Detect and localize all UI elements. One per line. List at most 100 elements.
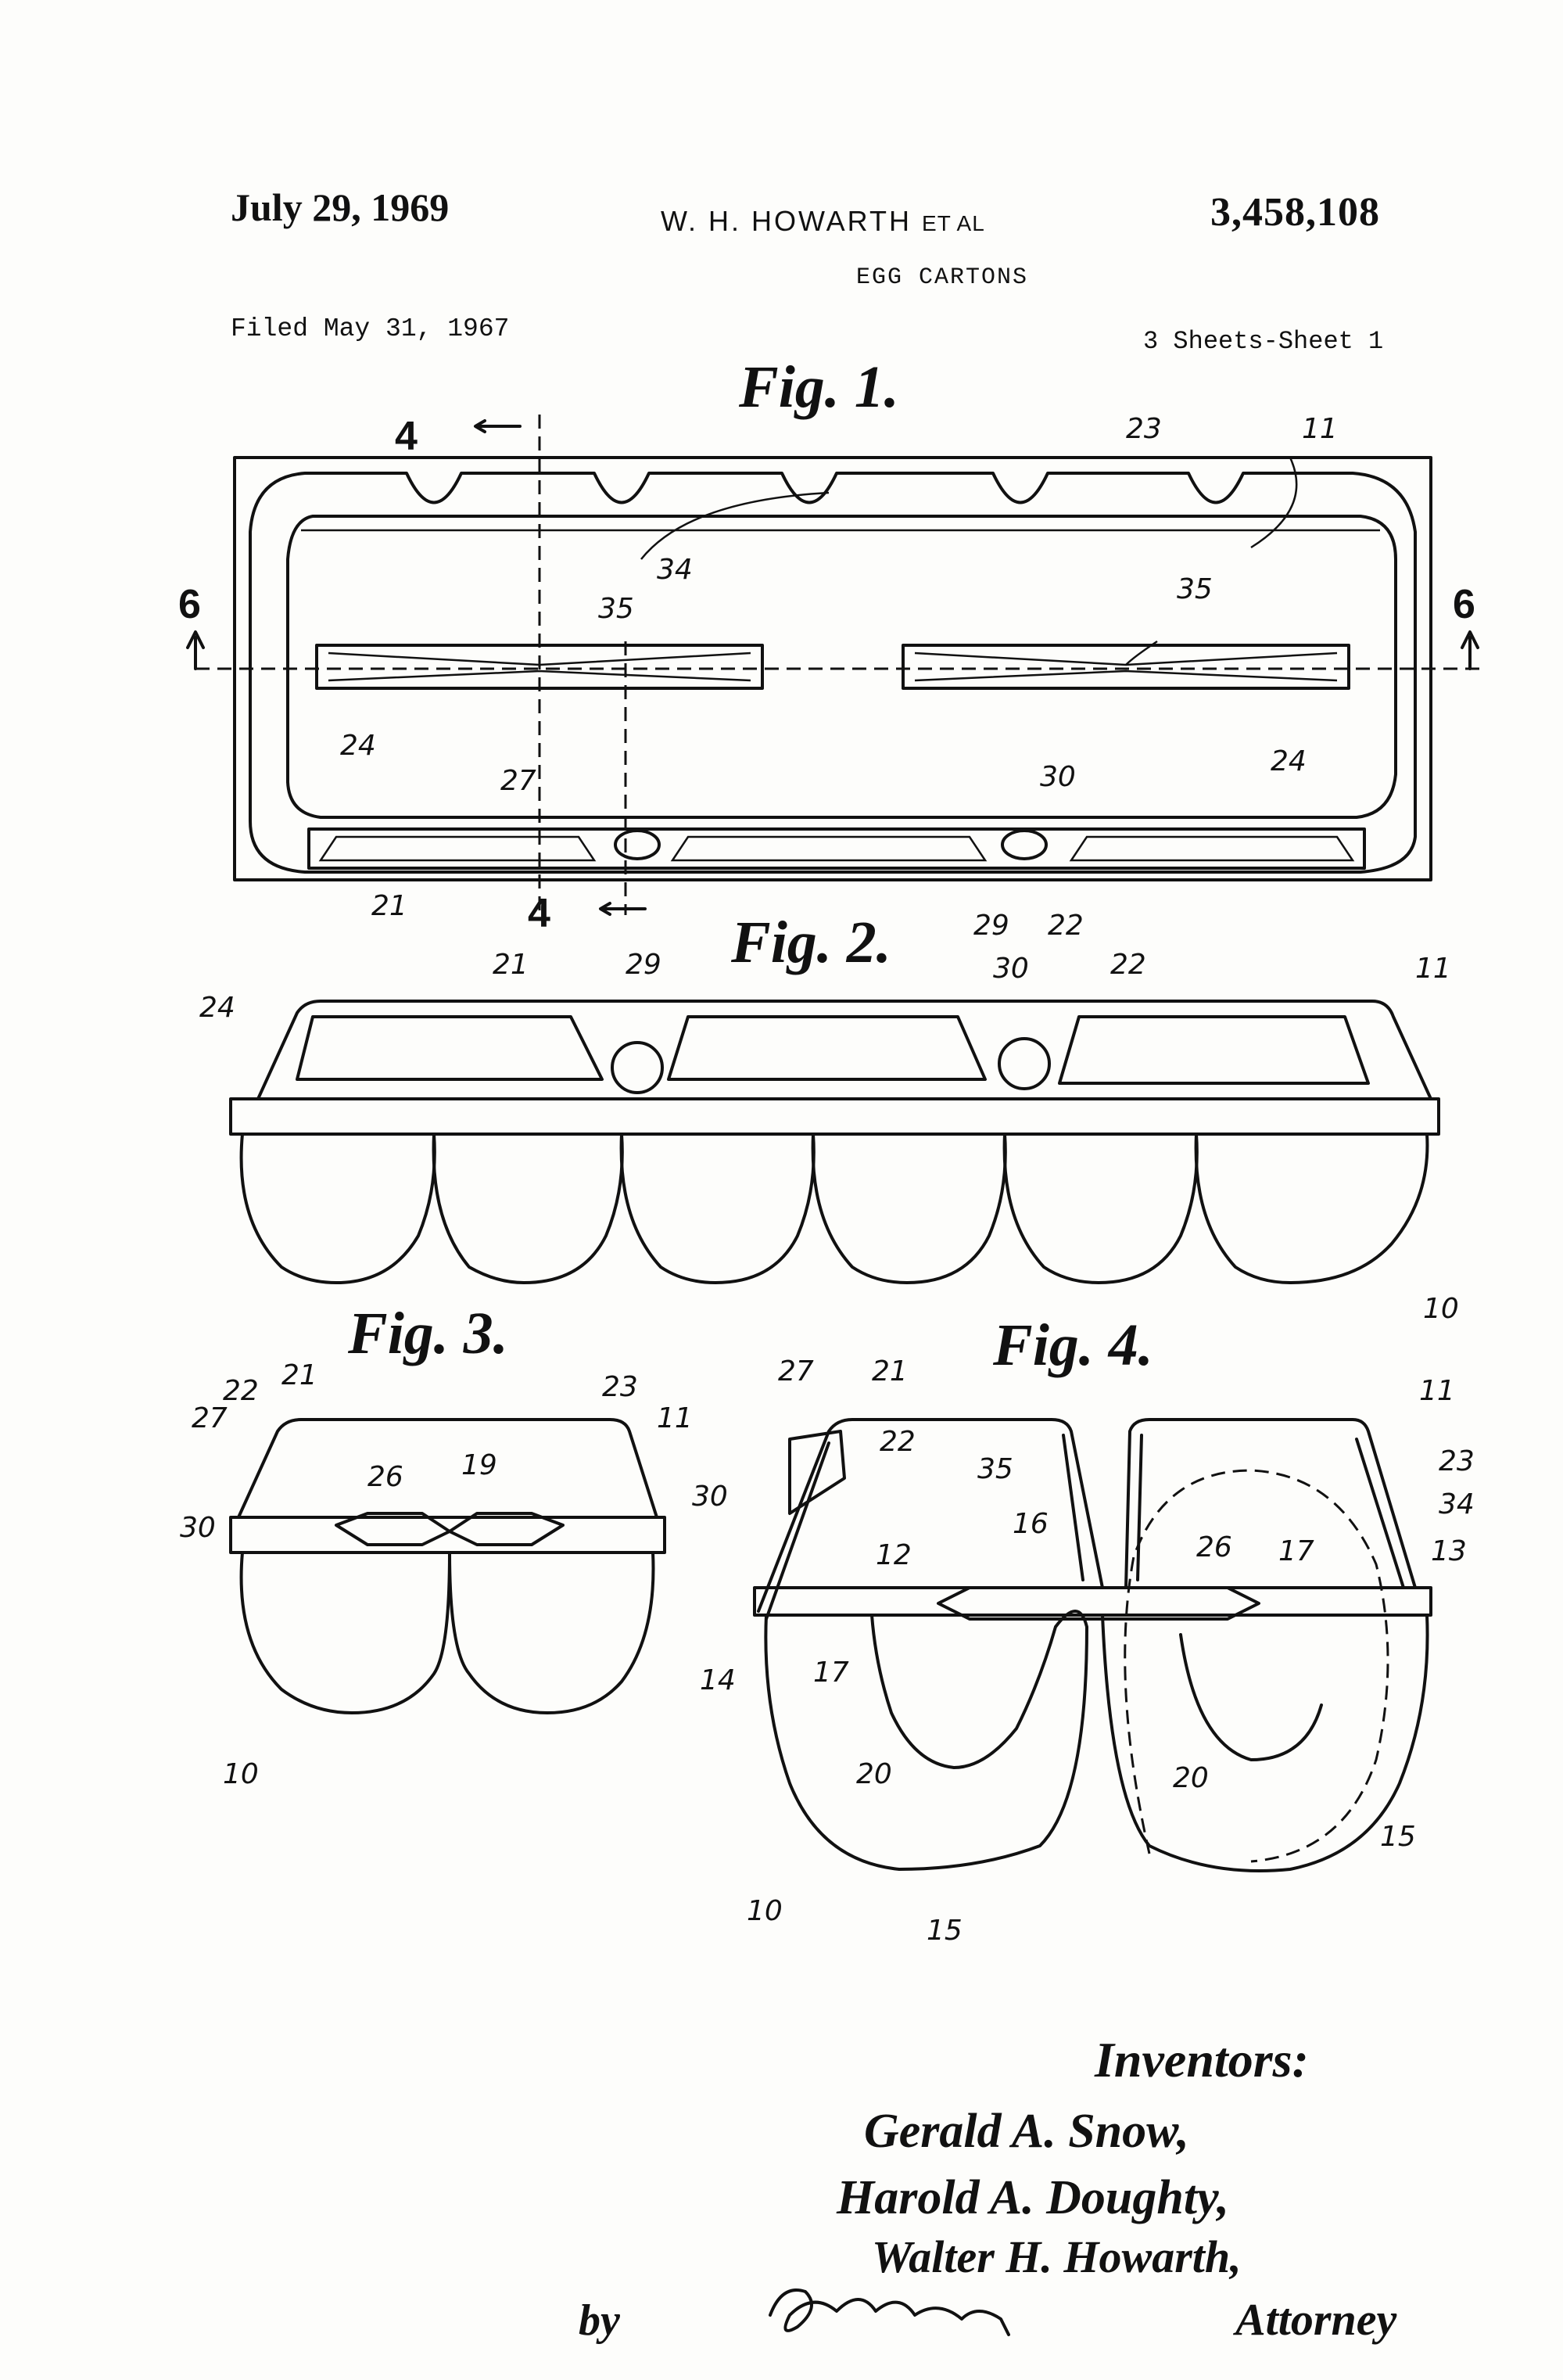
ref-label: 30 [993, 953, 1029, 985]
ref-label: 24 [199, 992, 235, 1024]
ref-label: 30 [692, 1481, 728, 1513]
ref-label: 15 [927, 1915, 963, 1947]
fig2-flange [229, 1097, 1440, 1136]
fig1-front-ribs [318, 835, 1355, 862]
ref-label: 17 [1278, 1535, 1314, 1567]
fig2-side-view: Fig. 2. 24 21 29 30 22 11 10 [199, 910, 1459, 1325]
ref-label: 21 [872, 1355, 908, 1387]
fig1-inner-panel [286, 515, 1397, 819]
fig4-flange [753, 1586, 1432, 1617]
ref-label: 22 [1048, 910, 1084, 942]
fig4-caption: Fig. 4. [992, 1312, 1153, 1378]
attorney-signature [769, 2288, 1010, 2336]
ref-label: 22 [1110, 949, 1146, 981]
fig3-caption: Fig. 3. [347, 1301, 508, 1366]
fig2-button-30 [998, 1037, 1051, 1090]
sheet-count: 3 Sheets-Sheet 1 [1143, 327, 1384, 356]
fig2-lid [256, 1000, 1432, 1100]
by-label: by [579, 2296, 621, 2345]
fig2-caption: Fig. 2. [730, 910, 891, 975]
fig2-cup-6 [1194, 1133, 1429, 1284]
inventor-name-2: Harold A. Doughty, [836, 2171, 1229, 2224]
fig1-arrow-6-right [1461, 630, 1479, 670]
fig2-lid-panels [296, 1015, 1370, 1085]
section-mark-6-left: 6 [178, 582, 201, 627]
fig3-lock-tab [335, 1512, 565, 1546]
fig2-cup-3 [619, 1133, 816, 1284]
patent-number: 3,458,108 [1210, 190, 1380, 235]
fig4-lid-inner-wall [765, 1434, 1405, 1621]
fig3-end-view: Fig. 3. 22 21 23 11 27 26 19 30 10 [180, 1301, 693, 1790]
et-al: ET AL [922, 211, 985, 235]
fig4-post-20 [1179, 1633, 1323, 1761]
inventors-heading: Inventors: [1094, 2032, 1309, 2087]
fig1-front-strip [307, 827, 1366, 870]
ref-label: 11 [657, 1402, 693, 1434]
fig2-cup-1 [239, 1133, 436, 1284]
inventor-header: W. H. HOWARTH ET AL [661, 205, 985, 238]
fig1-arrow-4-bottom [599, 902, 647, 916]
fig1-window-right [902, 644, 1350, 690]
fig1-arrow-6-left [186, 630, 205, 670]
fig4-cup-left [764, 1610, 1088, 1871]
inventor-name-1: Gerald A. Snow, [864, 2105, 1189, 2158]
fig1-top-view: Fig. 1. 4 4 6 6 23 11 34 35 3 [178, 354, 1486, 942]
fig4-lid-section [757, 1418, 1417, 1613]
patent-title: EGG CARTONS [856, 264, 1029, 291]
fig2-cup-2 [432, 1133, 624, 1284]
fig1-button-30 [1001, 829, 1048, 860]
ref-label: 30 [1040, 761, 1076, 793]
attorney-label: Attorney [1233, 2294, 1396, 2345]
ref-label: 23 [1126, 413, 1162, 445]
ref-label: 27 [192, 1402, 228, 1434]
ref-label: 12 [876, 1539, 912, 1571]
ref-label: 35 [977, 1453, 1013, 1485]
fig1-window-left [315, 644, 764, 690]
ref-label: 30 [180, 1512, 216, 1544]
ref-label: 19 [461, 1449, 497, 1481]
fig4-section-view: Fig. 4. 27 21 22 11 23 35 34 30 16 26 17… [692, 1312, 1475, 1947]
fig1-lid-outline [249, 472, 1417, 874]
ref-label: 10 [223, 1758, 259, 1790]
ref-label: 21 [281, 1359, 317, 1391]
ref-label: 14 [700, 1664, 736, 1696]
ref-label: 11 [1419, 1375, 1455, 1407]
ref-label: 35 [598, 593, 634, 625]
ref-label: 21 [371, 890, 407, 922]
fig4-lock-tab [937, 1586, 1260, 1621]
ref-label: 15 [1380, 1821, 1416, 1853]
ref-label: 34 [657, 554, 693, 586]
fig4-cup-right [1101, 1614, 1429, 1872]
fig1-arrow-4-top [474, 419, 522, 433]
ref-label: 22 [223, 1375, 259, 1407]
filed-date: Filed May 31, 1967 [231, 314, 510, 343]
fig1-leader-lines [640, 457, 1298, 666]
section-mark-6-right: 6 [1453, 582, 1475, 627]
ref-label: 29 [626, 949, 661, 981]
inventor-name: W. H. HOWARTH [661, 205, 912, 237]
ref-label: 26 [367, 1461, 403, 1493]
fig3-lid [237, 1418, 658, 1519]
fig3-cup-left [239, 1551, 451, 1714]
section-mark-4-top: 4 [395, 414, 418, 459]
ref-label: 21 [493, 949, 529, 981]
ref-label: 27 [500, 765, 536, 797]
ref-label: 17 [813, 1657, 849, 1689]
fig1-window-right-detail [914, 652, 1338, 682]
fig1-flange-outline [233, 456, 1432, 881]
fig3-cup-right [448, 1551, 655, 1714]
ref-label: 20 [856, 1758, 892, 1790]
fig4-egg-outline [1124, 1469, 1389, 1863]
ref-label: 24 [340, 730, 376, 762]
ref-label: 10 [747, 1895, 783, 1927]
fig1-caption: Fig. 1. [738, 354, 899, 420]
ref-label: 10 [1423, 1293, 1459, 1325]
ref-label: 13 [1431, 1535, 1467, 1567]
ref-label: 11 [1302, 413, 1338, 445]
patent-date: July 29, 1969 [231, 185, 450, 229]
ref-label: 23 [1439, 1445, 1475, 1477]
ref-label: 16 [1013, 1508, 1049, 1540]
ref-label: 29 [973, 910, 1009, 942]
fig2-cup-5 [1002, 1133, 1199, 1284]
